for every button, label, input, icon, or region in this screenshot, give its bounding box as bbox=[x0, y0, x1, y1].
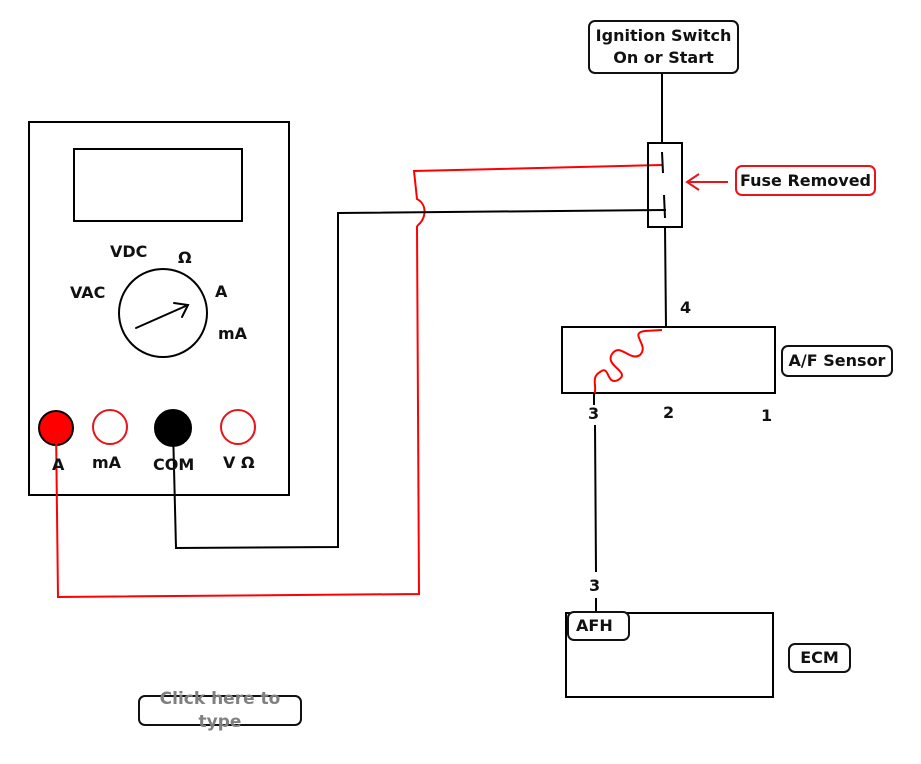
af-sensor-pin-2: 2 bbox=[663, 403, 675, 422]
jack-ma[interactable] bbox=[92, 409, 128, 445]
fuse-terminal-lower bbox=[663, 194, 666, 219]
text-input-placeholder: Click here to type bbox=[159, 688, 281, 732]
dial-label-vdc: VDC bbox=[110, 242, 148, 261]
multimeter-display bbox=[73, 148, 243, 222]
af-sensor-label-text: A/F Sensor bbox=[788, 351, 886, 371]
ignition-switch-line1: Ignition Switch bbox=[595, 26, 732, 46]
af-sensor-pin-1: 1 bbox=[761, 406, 773, 425]
af-sensor-pin-4: 4 bbox=[680, 298, 692, 317]
sensor-to-ecm-wire bbox=[594, 424, 597, 573]
jack-label-com: COM bbox=[153, 455, 195, 474]
af-sensor-label: A/F Sensor bbox=[781, 345, 893, 377]
ecm-pin-3: 3 bbox=[589, 576, 601, 595]
fuse-removed-callout: Fuse Removed bbox=[735, 165, 876, 196]
af-sensor-body bbox=[561, 326, 776, 394]
dial-label-ohm: Ω bbox=[178, 248, 192, 267]
black-test-lead bbox=[172, 209, 667, 550]
ecm-label-text: ECM bbox=[800, 648, 839, 668]
dial-pointer-arrow-icon bbox=[135, 302, 190, 329]
selector-dial[interactable] bbox=[118, 268, 208, 358]
dial-label-milliamp: mA bbox=[218, 324, 248, 343]
ecm-label: ECM bbox=[788, 643, 851, 673]
ecm-terminal-afh: AFH bbox=[567, 611, 630, 641]
fuse-removed-text: Fuse Removed bbox=[739, 170, 872, 190]
ecm-terminal-afh-text: AFH bbox=[576, 616, 613, 636]
dial-label-amp: A bbox=[215, 282, 228, 301]
ignition-switch-line2: On or Start bbox=[613, 48, 714, 67]
text-input-box[interactable]: Click here to type bbox=[138, 689, 302, 732]
red-test-lead bbox=[55, 225, 421, 599]
fuse-to-sensor-wire bbox=[664, 226, 667, 328]
jack-label-v-ohm: V Ω bbox=[223, 453, 255, 472]
ignition-switch-label: Ignition Switch On or Start bbox=[588, 20, 739, 74]
af-sensor-pin-3: 3 bbox=[588, 404, 600, 423]
jack-label-ma: mA bbox=[92, 453, 122, 472]
jack-v-ohm[interactable] bbox=[220, 409, 256, 445]
dial-label-vac: VAC bbox=[70, 283, 106, 302]
heater-element-icon bbox=[593, 329, 663, 396]
fuse-arrow-icon bbox=[685, 173, 728, 191]
jack-label-a: A bbox=[52, 455, 65, 474]
fuse-terminal-upper bbox=[661, 151, 664, 174]
red-lead-crossover-jump bbox=[412, 164, 663, 227]
